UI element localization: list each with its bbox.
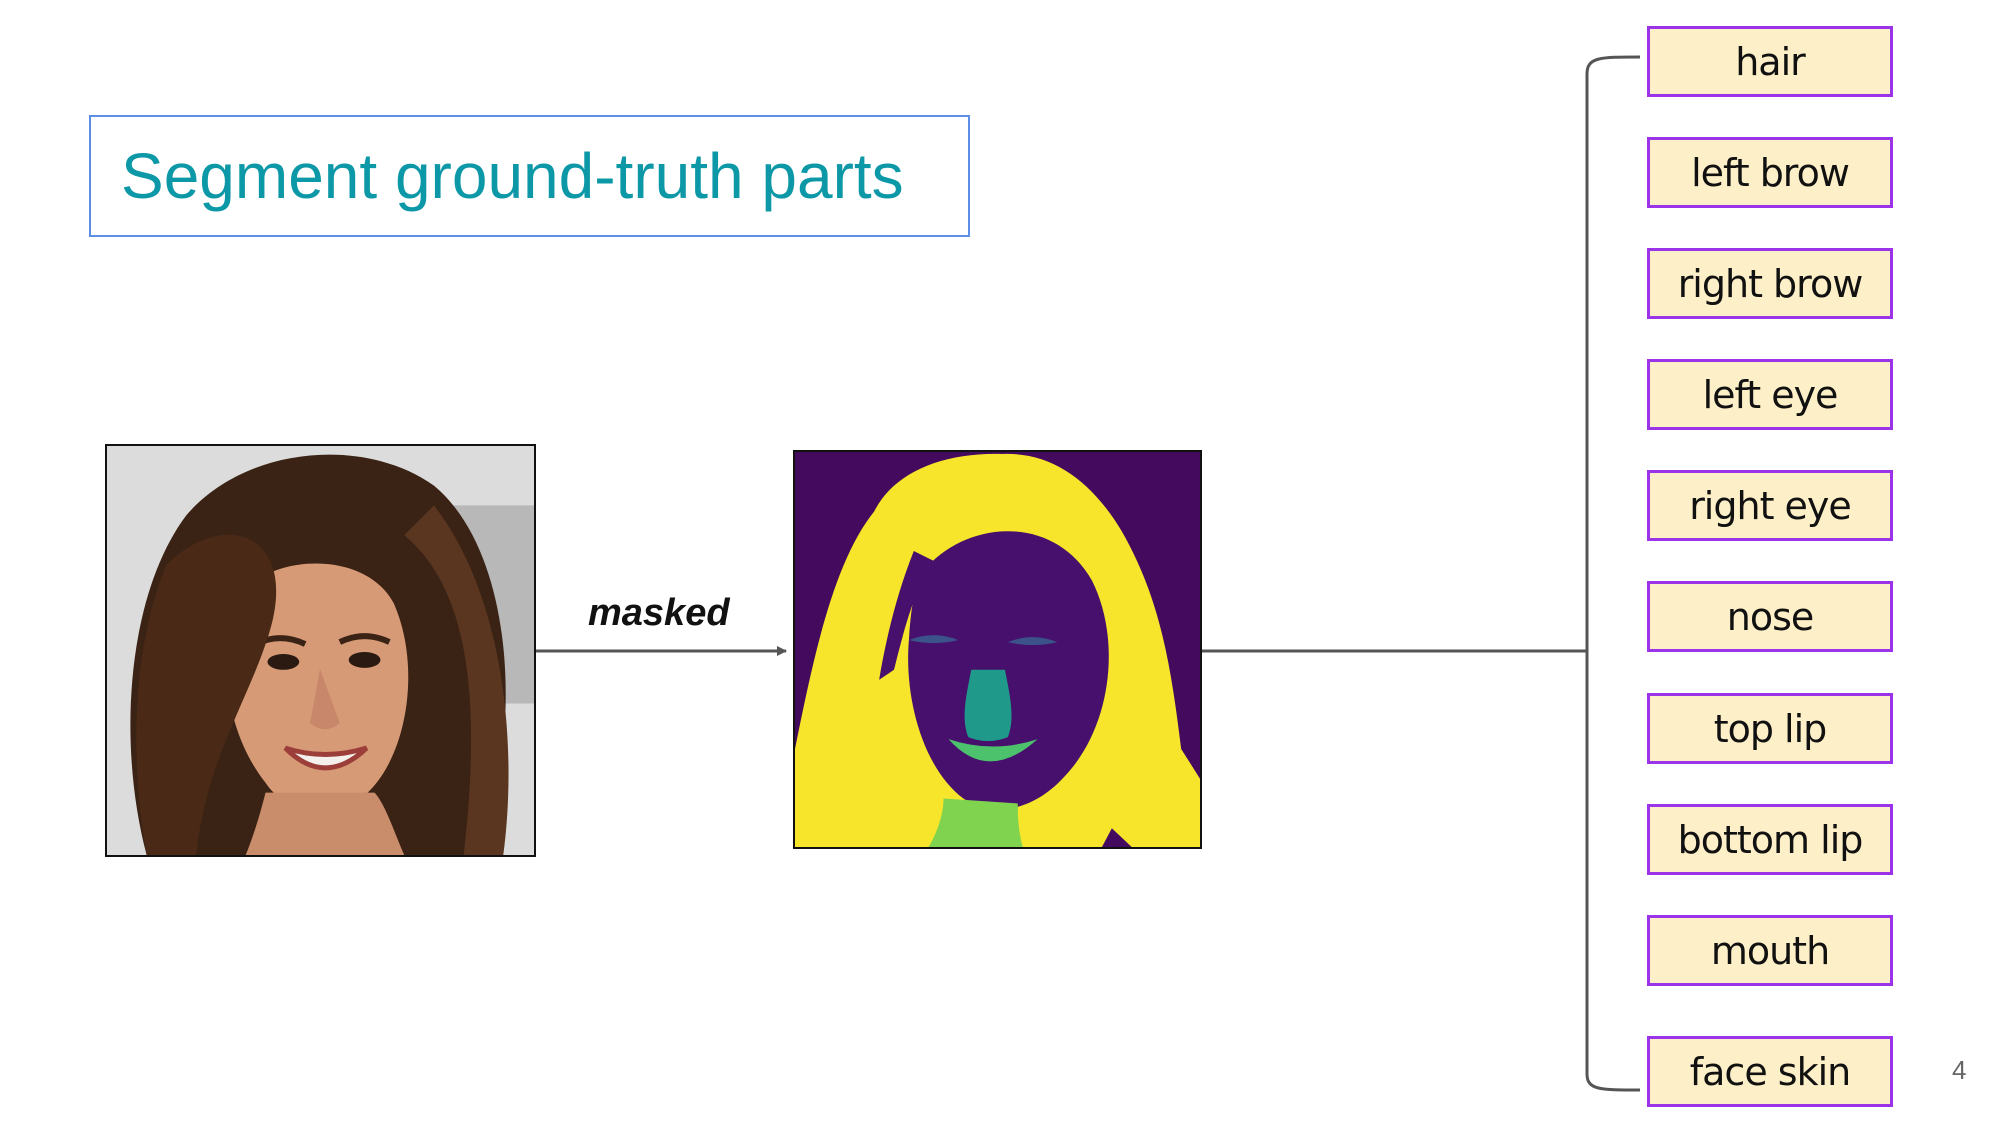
part-bottom-lip: bottom lip xyxy=(1647,804,1893,875)
segmentation-mask xyxy=(793,450,1202,849)
part-face-skin: face skin xyxy=(1647,1036,1893,1107)
arrow-label: masked xyxy=(588,592,730,634)
face-photo-illustration xyxy=(107,446,534,855)
part-hair: hair xyxy=(1647,26,1893,97)
page-number: 4 xyxy=(1952,1055,1967,1085)
part-right-brow: right brow xyxy=(1647,248,1893,319)
part-nose: nose xyxy=(1647,581,1893,652)
part-right-eye: right eye xyxy=(1647,470,1893,541)
part-mouth: mouth xyxy=(1647,915,1893,986)
title-box: Segment ground-truth parts xyxy=(89,115,970,237)
face-photo xyxy=(105,444,536,857)
part-top-lip: top lip xyxy=(1647,693,1893,764)
part-left-brow: left brow xyxy=(1647,137,1893,208)
slide-title: Segment ground-truth parts xyxy=(121,140,904,212)
segmentation-mask-illustration xyxy=(795,452,1200,847)
parts-bracket xyxy=(1585,55,1641,1092)
part-left-eye: left eye xyxy=(1647,359,1893,430)
